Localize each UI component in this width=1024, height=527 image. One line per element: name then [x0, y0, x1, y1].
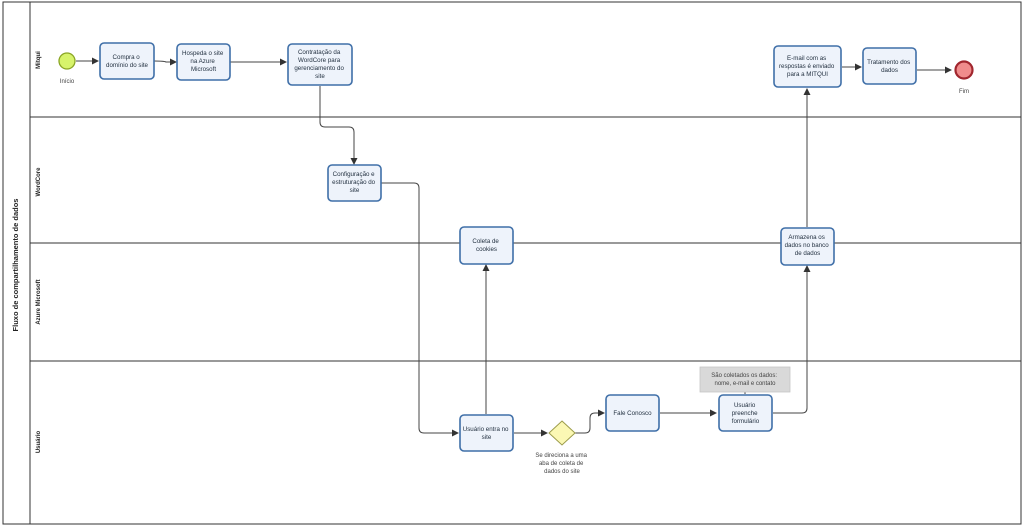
task-text-line: na Azure	[190, 58, 215, 65]
gateway-label-line: Se direciona a uma	[535, 453, 587, 459]
end-event-label: Fim	[959, 89, 969, 95]
text-annotation	[699, 366, 791, 393]
task-usuario-entra: Usuário entra no site	[459, 414, 514, 452]
svg-text:Tratamento dos dados: Tratamento dos dados	[867, 59, 912, 74]
task-text-line: para a MITQUI	[787, 71, 828, 78]
annotation-line: nome, e-mail e contato	[714, 381, 776, 387]
svg-text:Contratação da WordCore: Contratação da WordCore para gerenciamen…	[294, 49, 345, 80]
task-text-line: Fale Conosco	[613, 410, 652, 417]
task-text-line: Hospeda o site	[182, 50, 224, 57]
annotation-line: São coletados os dados:	[711, 373, 777, 379]
lane-label-mitqui: Mitqui	[36, 51, 42, 69]
task-text-line: dados no banco	[785, 242, 830, 249]
lane-label-wordcore: WordCore	[36, 167, 42, 197]
svg-text:Armazena os dados no ban: Armazena os dados no banco de dados	[785, 234, 831, 257]
task-text-line: Armazena os	[788, 234, 824, 241]
gateway-label-line: aba de coleta de	[539, 461, 584, 467]
pool-title: Fluxo de compartilhamento de dados	[11, 199, 20, 332]
svg-text:Usuário preenche f: Usuário preenche formulário	[732, 402, 760, 425]
svg-text:Usuário entra no site: Usuário entra no site	[463, 426, 510, 441]
exclusive-gateway	[548, 420, 576, 446]
task-text-line: site	[315, 73, 325, 80]
task-text-line: respostas é enviado	[779, 63, 835, 70]
task-text-line: gerenciamento do	[294, 65, 344, 72]
task-text-line: formulário	[732, 418, 760, 425]
svg-text:Compra o domínio do site: Compra o domínio do site	[106, 54, 149, 69]
svg-text:Coleta de cookies: Coleta de cookies	[472, 238, 500, 253]
start-event	[58, 52, 76, 70]
end-event	[954, 60, 974, 80]
task-armazena-dados: Armazena os dados no banco de dados	[780, 227, 835, 266]
task-hospeda-site: Hospeda o site na Azure Microsoft	[176, 43, 231, 81]
flow-t3-t4	[319, 86, 358, 165]
task-text-line: Configuração e	[333, 171, 376, 178]
task-text-line: site	[482, 434, 492, 441]
lane-label-usuarios: Usuário	[36, 430, 42, 453]
task-text-line: Tratamento dos	[867, 59, 910, 66]
gateway-label-line: dados do site	[544, 469, 580, 475]
flow-gateway-t10	[575, 409, 605, 434]
svg-text:Hospeda o site na Azure: Hospeda o site na Azure Microsoft	[182, 50, 225, 73]
task-configuracao-site: Configuração e estruturação do site	[327, 164, 382, 202]
sequence-flows	[76, 57, 952, 437]
lane-label-azure: Azure Microsoft	[36, 279, 42, 324]
task-text-line: preenche	[732, 410, 758, 417]
task-text-line: domínio do site	[106, 62, 149, 69]
annotation-text: São coletados os dados: nome, e-mail e c…	[711, 373, 778, 387]
task-tratamento-dados: Tratamento dos dados	[862, 47, 917, 85]
flow-t4-t9	[381, 182, 459, 437]
gateway-label: Se direciona a uma aba de coleta de dado…	[535, 453, 588, 475]
task-compra-dominio: Compra o domínio do site	[99, 42, 155, 80]
task-coleta-cookies: Coleta de cookies	[459, 226, 514, 265]
task-text-line: estruturação do	[332, 179, 376, 186]
task-text-line: E-mail com as	[787, 55, 826, 62]
task-text-line: Usuário entra no	[463, 426, 509, 433]
task-preenche-formulario: Usuário preenche formulário	[718, 394, 773, 432]
task-contratacao-wordcore: Contratação da WordCore para gerenciamen…	[287, 43, 353, 86]
task-text-line: WordCore para	[298, 57, 341, 64]
task-text-line: Usuário	[734, 402, 756, 409]
task-email-respostas: E-mail com as respostas é enviado para a…	[773, 45, 842, 88]
flow-t11-t6	[773, 265, 811, 414]
start-event-label: Início	[60, 79, 75, 85]
task-text-line: site	[350, 187, 360, 194]
task-text-line: dados	[881, 67, 898, 74]
task-text-line: Contratação da	[298, 49, 341, 56]
task-fale-conosco: Fale Conosco	[605, 394, 660, 432]
flow-t1-t2	[153, 58, 177, 66]
task-text-line: Compra o	[113, 54, 141, 61]
task-text-line: Microsoft	[191, 66, 216, 73]
svg-text:Fale Conosco: Fale Conosco	[613, 410, 652, 417]
svg-text:E-mail com as respostas: E-mail com as respostas é enviado para a…	[779, 55, 836, 78]
task-text-line: de dados	[795, 250, 820, 257]
svg-text:Configuração e estrutura: Configuração e estruturação do site	[332, 171, 377, 194]
task-text-line: Coleta de	[472, 238, 499, 245]
task-text-line: cookies	[476, 246, 497, 253]
